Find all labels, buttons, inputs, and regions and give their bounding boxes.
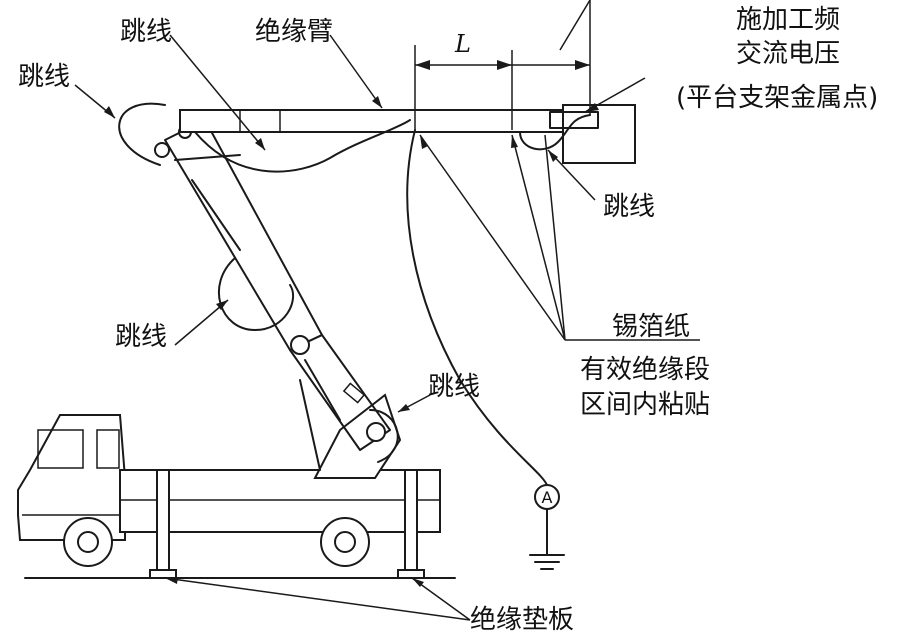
ammeter-label: A bbox=[542, 488, 553, 507]
label-foil-line3: 区间内粘贴 bbox=[580, 390, 710, 420]
label-jumper-lower: 跳线 bbox=[428, 372, 480, 402]
label-foil-line2: 有效绝缘段 bbox=[580, 355, 710, 385]
insulating-arm bbox=[179, 104, 636, 164]
ammeter-icon: A bbox=[534, 484, 560, 556]
label-jumper-top-left: 跳线 bbox=[18, 62, 70, 92]
ground-icon bbox=[529, 554, 565, 570]
label-jumper-top-mid: 跳线 bbox=[120, 17, 172, 47]
jumper-top-left bbox=[118, 102, 166, 166]
label-jumper-right: 跳线 bbox=[603, 192, 655, 222]
label-jumper-middle: 跳线 bbox=[115, 322, 167, 352]
label-voltage-line2: 交流电压 bbox=[736, 39, 840, 69]
label-length-symbol: L bbox=[454, 30, 471, 58]
truck-icon bbox=[17, 414, 441, 579]
jumper-top-mid bbox=[194, 119, 411, 173]
measure-wire bbox=[406, 129, 548, 486]
jumper-right bbox=[519, 114, 591, 151]
jumper-lower bbox=[369, 409, 399, 463]
label-insulating-arm: 绝缘臂 bbox=[255, 17, 333, 47]
label-foil-line1: 锡箔纸 bbox=[612, 312, 690, 342]
jumper-middle bbox=[218, 257, 295, 331]
leader-lines bbox=[74, 0, 700, 621]
lower-boom bbox=[154, 119, 402, 479]
label-insulating-pad: 绝缘垫板 bbox=[470, 605, 574, 635]
label-voltage-line3: (平台支架金属点) bbox=[676, 83, 878, 113]
length-dimension bbox=[414, 0, 591, 130]
label-voltage-line1: 施加工频 bbox=[736, 5, 840, 35]
